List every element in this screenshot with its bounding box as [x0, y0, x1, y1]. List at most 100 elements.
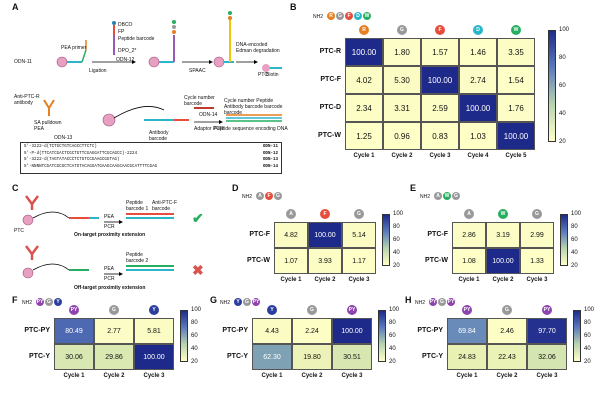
- cycle-residue-marker: W: [498, 209, 508, 219]
- seq-text: 5'-P-d(TTCATCGACTCGCTGTTCGAGGATTCGCAGCC)…: [24, 151, 138, 156]
- residue-bead: PY: [447, 298, 455, 306]
- seq-name: ODN-11: [262, 145, 278, 149]
- heatmap-cell: 1.33: [520, 248, 554, 274]
- heatmap-cell: 1.25: [345, 122, 383, 150]
- panel-label-e: E: [410, 183, 417, 193]
- heatmap-cell: 100.00: [345, 38, 383, 66]
- colorbar-tick: 40: [389, 346, 396, 352]
- heatmap-cell: 0.83: [421, 122, 459, 150]
- colorbar: [180, 310, 188, 362]
- cycle-residue-marker: G: [397, 25, 407, 35]
- panel-label-a: A: [12, 2, 19, 12]
- pea-label-1: PEA: [104, 214, 115, 220]
- colorbar-tick: 100: [389, 307, 400, 313]
- heatmap-col-label: Cycle 2: [301, 373, 323, 379]
- colorbar: [382, 214, 390, 266]
- heatmap-row-label: PTC-W: [425, 257, 448, 264]
- heatmap-cell: 1.54: [497, 66, 535, 94]
- heatmap-cell: 1.07: [274, 248, 308, 274]
- colorbar-tick: 40: [584, 346, 591, 352]
- heatmap-col-label: Cycle 2: [314, 277, 336, 283]
- heatmap-cell: 1.80: [383, 38, 421, 66]
- colorbar-tick: 100: [571, 211, 582, 217]
- heatmap-row-label: PTC-F: [427, 231, 448, 238]
- heatmap-col-label: Cycle 3: [348, 277, 370, 283]
- colorbar-tick: 80: [559, 55, 566, 61]
- residue-bead: G: [274, 192, 282, 200]
- cycle-residue-marker: F: [435, 25, 445, 35]
- colorbar-tick: 40: [393, 250, 400, 256]
- residue-bead: A: [434, 192, 442, 200]
- biotin-label: Biotin: [266, 72, 279, 78]
- panel-label-h: H: [405, 295, 412, 305]
- seq-line-odn12: 5'-P-d(TTCATCGACTCGCTGTTCGAGGATTCGCAGCC)…: [24, 151, 278, 158]
- colorbar-tick: 100: [191, 307, 202, 313]
- colorbar-tick: 20: [571, 263, 578, 269]
- colorbar-tick: 40: [571, 250, 578, 256]
- heatmap-cell: 4.43: [252, 318, 292, 344]
- residue-bead: W: [363, 12, 371, 20]
- panel-label-d: D: [232, 183, 239, 193]
- seq-text: 5'-NNNNTCGATCGCGCTCATGTACAGGATGAAGCAAGCA…: [24, 164, 158, 169]
- nh2-label: NH2: [242, 194, 253, 200]
- heatmap-col-label: Cycle 3: [341, 373, 363, 379]
- colorbar-tick: 60: [559, 83, 566, 89]
- heatmap-col-label: Cycle 1: [456, 373, 478, 379]
- colorbar-tick: 100: [393, 211, 404, 217]
- cross-icon: ✖: [192, 262, 204, 278]
- heatmap-cell: 100.00: [134, 344, 174, 370]
- heatmap-cell: 32.06: [527, 344, 567, 370]
- seq-line-odn13: 5'-3222-d(TAGTATACCCTCTGTCCGAAGCGGTAG)OD…: [24, 157, 278, 164]
- nh2-label: NH2: [22, 300, 33, 306]
- odn12-label: ODN-12: [116, 57, 135, 63]
- heatmap-cell: 1.08: [452, 248, 486, 274]
- heatmap-col-label: Cycle 2: [492, 277, 514, 283]
- heatmap-cell: 29.86: [94, 344, 134, 370]
- panel-label-c: C: [12, 183, 19, 193]
- heatmap-col-label: Cycle 1: [458, 277, 480, 283]
- heatmap-cell: 30.51: [332, 344, 372, 370]
- pea-primer-label: PEA primer: [61, 45, 87, 51]
- heatmap-row-label: PTC-PY: [417, 327, 443, 334]
- colorbar-tick: 20: [559, 139, 566, 145]
- antibody-barcode-label: Antibody barcode: [149, 130, 169, 142]
- heatmap-cell: 1.46: [459, 38, 497, 66]
- heatmap-cell: 80.49: [54, 318, 94, 344]
- cycle-residue-marker: A: [464, 209, 474, 219]
- heatmap-row-label: PTC-W: [318, 132, 341, 139]
- heatmap-row-label: PTC-PY: [24, 327, 50, 334]
- cycle-residue-marker: A: [286, 209, 296, 219]
- heatmap-cell: 24.83: [447, 344, 487, 370]
- ptc-label: PTC: [258, 72, 268, 78]
- cycle-residue-marker: PY: [69, 305, 79, 315]
- colorbar: [560, 214, 568, 266]
- heatmap-row-label: PTC-Y: [29, 353, 50, 360]
- residue-bead: G: [452, 192, 460, 200]
- heatmap-col-label: Cycle 3: [429, 153, 451, 159]
- cycle-residue-marker: Y: [149, 305, 159, 315]
- heatmap-cell: 62.30: [252, 344, 292, 370]
- cycle-residue-marker: Y: [267, 305, 277, 315]
- peptide-barcode-2-label: Peptide barcode 2: [126, 252, 149, 264]
- heatmap-row-label: PTC-Y: [227, 353, 248, 360]
- dna-edman-label: DNA-encoded Edman degradation: [236, 42, 280, 54]
- spaac-label: SPAAC: [189, 68, 206, 74]
- anti-ptcf-label: Anti-PTC-F barcode: [152, 200, 177, 212]
- heatmap-cell: 2.86: [452, 222, 486, 248]
- cycle-residue-marker: W: [511, 25, 521, 35]
- residue-bead: W: [443, 192, 451, 200]
- cycle-residue-marker: PY: [462, 305, 472, 315]
- heatmap-cell: 2.46: [487, 318, 527, 344]
- colorbar-tick: 80: [393, 224, 400, 230]
- colorbar-tick: 60: [584, 333, 591, 339]
- heatmap-row-label: PTC-F: [320, 76, 341, 83]
- heatmap-cell: 4.82: [274, 222, 308, 248]
- colorbar-tick: 20: [191, 359, 198, 365]
- peptide-barcode-1-label: Peptide barcode 1: [126, 200, 149, 212]
- residue-bead: Y: [54, 298, 62, 306]
- residue-bead: A: [256, 192, 264, 200]
- heatmap-col-label: Cycle 3: [536, 373, 558, 379]
- residue-bead: G: [243, 298, 251, 306]
